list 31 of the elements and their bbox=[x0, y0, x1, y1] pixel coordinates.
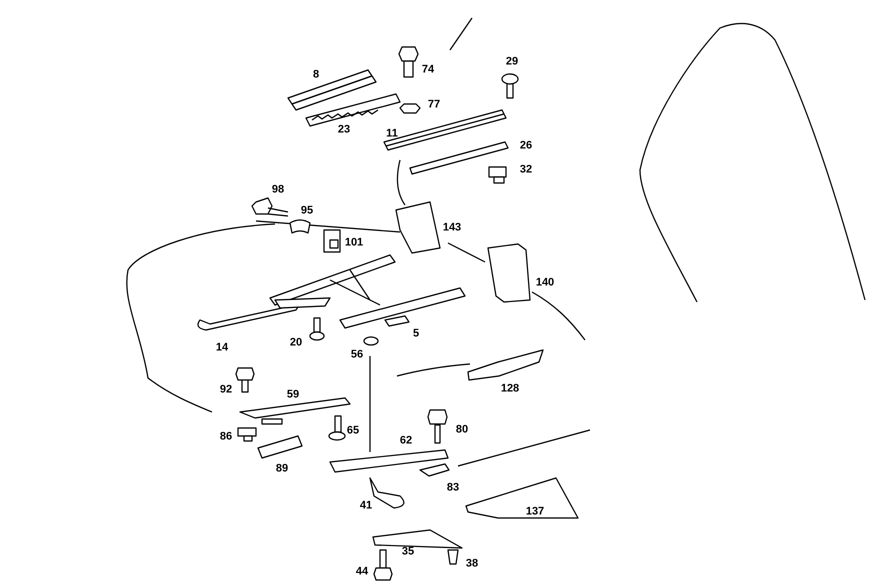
callout-number: 65 bbox=[346, 426, 360, 436]
callout-number: 80 bbox=[456, 424, 468, 436]
callout-number: 140 bbox=[536, 278, 554, 288]
callout-number: 62 bbox=[400, 436, 412, 446]
callout-number: 20 bbox=[290, 338, 302, 348]
callout-number: 29 bbox=[506, 56, 518, 68]
callout-number: 41 bbox=[360, 500, 372, 512]
callout-number: 77 bbox=[428, 100, 440, 110]
callout-number: 89 bbox=[276, 464, 288, 474]
callout-number: 32 bbox=[520, 164, 532, 176]
callout-number: 86 bbox=[220, 432, 232, 442]
callout-number: 74 bbox=[422, 64, 434, 76]
callout-number: 59 bbox=[286, 390, 300, 400]
callout-number: 23 bbox=[338, 124, 350, 136]
callout-number: 128 bbox=[500, 384, 520, 394]
callout-number: 35 bbox=[402, 546, 414, 558]
callout-number: 26 bbox=[520, 140, 532, 152]
callout-number: 5 bbox=[412, 328, 420, 340]
callout-number: 137 bbox=[526, 506, 544, 518]
callout-number: 38 bbox=[466, 558, 478, 570]
callout-number: 14 bbox=[216, 342, 228, 354]
callout-number: 83 bbox=[446, 482, 460, 494]
callout-number: 95 bbox=[300, 206, 314, 216]
callout-number: 44 bbox=[356, 566, 368, 578]
callout-number: 143 bbox=[442, 222, 462, 234]
callout-number: 98 bbox=[272, 184, 284, 196]
callout-number: 92 bbox=[220, 384, 232, 396]
callout-number: 101 bbox=[344, 238, 364, 248]
callout-number: 56 bbox=[350, 350, 364, 360]
callout-number: 8 bbox=[312, 70, 320, 80]
callout-number: 11 bbox=[386, 128, 398, 140]
